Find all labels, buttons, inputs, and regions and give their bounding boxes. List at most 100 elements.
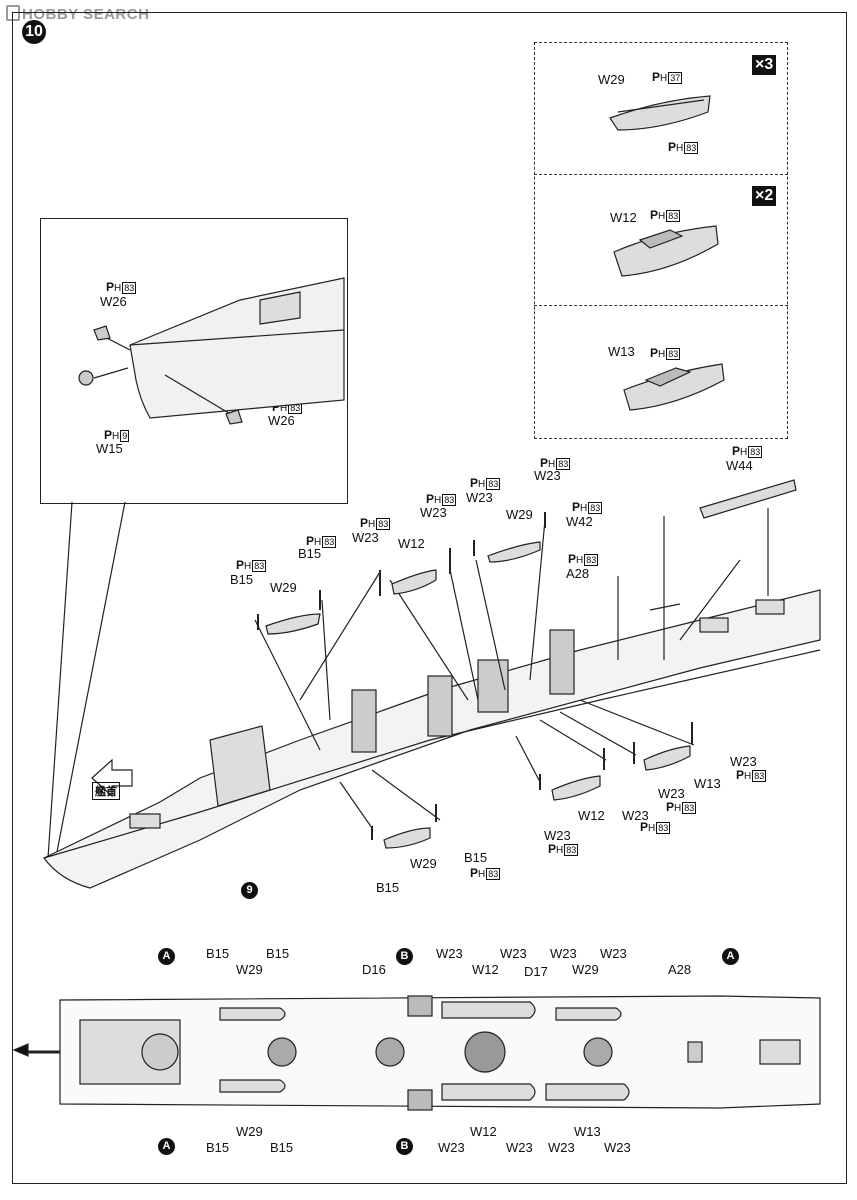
ship-label: W44 [726, 458, 753, 473]
plan-label-top: W29 [572, 962, 599, 977]
ship-label: W12 [578, 808, 605, 823]
ship-label: W42 [566, 514, 593, 529]
detail-label-w26-top: W26 [100, 294, 127, 309]
plan-boat [545, 1083, 630, 1101]
ship-label: B15 [376, 880, 400, 895]
ship-label: W29 [270, 580, 297, 595]
detail-bow-drawing [129, 277, 345, 419]
assembly-marker: B [396, 948, 413, 965]
plan-boat [441, 1083, 536, 1101]
boat-w12-upper [391, 569, 437, 595]
ship-label: W23 [466, 490, 493, 505]
ship-label: W13 [694, 776, 721, 791]
plan-boat [219, 1007, 286, 1021]
ship-label: W12 [398, 536, 425, 551]
ship-label: W29 [410, 856, 437, 871]
plan-boat [441, 1001, 536, 1019]
ship-label: W23 [352, 530, 379, 545]
plan-label-bottom: B15 [270, 1140, 294, 1155]
assembly-marker: B [396, 1138, 413, 1155]
ship-label: W23 [420, 505, 447, 520]
ship-label: W23 [658, 786, 685, 801]
bow-label: 艦首 [92, 782, 120, 800]
callout-divider [534, 174, 788, 175]
boat-w29-lower [383, 827, 431, 849]
assembly-marker: A [158, 948, 175, 965]
ship-label: W23 [622, 808, 649, 823]
multiplier-x3: ×3 [752, 55, 777, 75]
plan-label-top: D16 [362, 962, 386, 977]
plan-label-top: D17 [524, 964, 548, 979]
plan-label-top: W23 [600, 946, 627, 961]
boat-w29-mid [487, 541, 541, 563]
ship-label: W29 [506, 507, 533, 522]
plan-label-top: W29 [236, 962, 263, 977]
plan-label-top: B15 [206, 946, 230, 961]
logo-icon [6, 5, 20, 21]
page-frame [12, 12, 847, 1184]
plan-label-top: W23 [550, 946, 577, 961]
plan-boat [219, 1079, 286, 1093]
ship-label: W23 [534, 468, 561, 483]
plan-label-bottom: W23 [506, 1140, 533, 1155]
sub-step-number: 9 [241, 882, 258, 899]
plan-label-top: W23 [500, 946, 527, 961]
callout-label-w29: W29 [598, 72, 625, 87]
plan-label-bottom: W23 [604, 1140, 631, 1155]
ship-label: B15 [230, 572, 254, 587]
assembly-marker: A [722, 948, 739, 965]
callout-label-w13: W13 [608, 344, 635, 359]
ship-label: B15 [298, 546, 322, 561]
ship-label: W23 [730, 754, 757, 769]
callout-divider [534, 305, 788, 306]
plan-label-top: W12 [472, 962, 499, 977]
plan-label-bottom: W12 [470, 1124, 497, 1139]
boat-w29-upper [265, 613, 321, 635]
ship-label: W23 [544, 828, 571, 843]
callout-panel [534, 42, 788, 439]
boat-w44-platform [699, 479, 797, 519]
boat-w13-lower [643, 745, 691, 771]
step-number: 10 [22, 20, 46, 44]
plan-boat [555, 1007, 622, 1021]
plan-label-bottom: W29 [236, 1124, 263, 1139]
plan-label-bottom: W23 [548, 1140, 575, 1155]
plan-label-top: W23 [436, 946, 463, 961]
boat-w12-lower [551, 775, 601, 801]
plan-label-bottom: B15 [206, 1140, 230, 1155]
plan-label-bottom: W13 [574, 1124, 601, 1139]
assembly-marker: A [158, 1138, 175, 1155]
plan-label-bottom: W23 [438, 1140, 465, 1155]
ship-label: B15 [464, 850, 488, 865]
plan-label-top: B15 [266, 946, 290, 961]
boat-w29-drawing [609, 95, 711, 131]
ship-label: A28 [566, 566, 590, 581]
detail-label-w26-bottom: W26 [268, 413, 295, 428]
callout-label-w12: W12 [610, 210, 637, 225]
multiplier-x2: ×2 [752, 186, 777, 206]
detail-label-w15: W15 [96, 441, 123, 456]
watermark: HOBBY SEARCH [6, 5, 149, 23]
